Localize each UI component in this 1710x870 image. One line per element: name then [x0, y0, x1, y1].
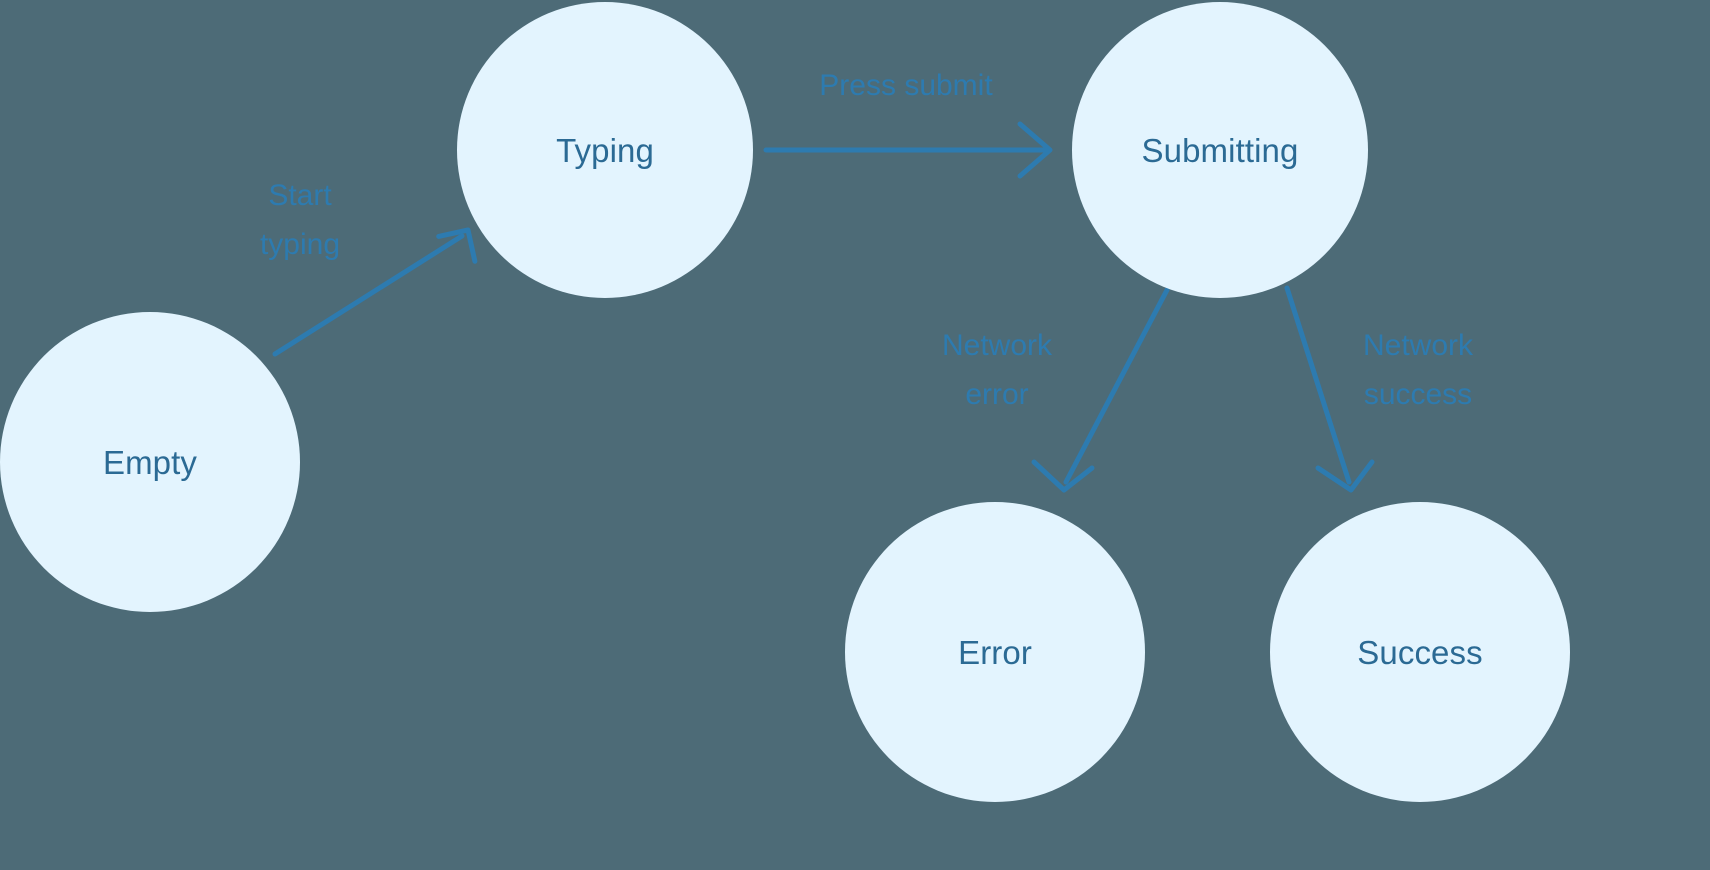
arrowhead-typing-to-submitting: [1017, 121, 1053, 179]
edge-empty-to-typing: [272, 227, 478, 357]
arrowhead-submitting-to-error: [1031, 459, 1095, 493]
edge-line-empty-to-typing: [272, 233, 465, 357]
edge-typing-to-submitting: [763, 121, 1053, 179]
arrowhead-submitting-to-success: [1315, 459, 1375, 493]
state-node-submitting[interactable]: Submitting: [1072, 2, 1368, 298]
state-label-success: Success: [1357, 633, 1483, 671]
edge-line-submitting-to-success: [1284, 285, 1352, 485]
state-node-typing[interactable]: Typing: [457, 2, 753, 298]
edge-line-submitting-to-error: [1063, 287, 1170, 485]
edge-submitting-to-success: [1284, 285, 1375, 493]
state-node-success[interactable]: Success: [1270, 502, 1570, 802]
state-label-empty: Empty: [102, 443, 198, 481]
state-node-error[interactable]: Error: [845, 502, 1145, 802]
state-label-submitting: Submitting: [1141, 131, 1299, 169]
state-node-empty[interactable]: Empty: [0, 312, 300, 612]
edge-submitting-to-error: [1031, 287, 1170, 493]
state-label-error: Error: [958, 633, 1032, 671]
arrowhead-empty-to-typing: [436, 227, 478, 264]
state-label-typing: Typing: [556, 131, 654, 169]
